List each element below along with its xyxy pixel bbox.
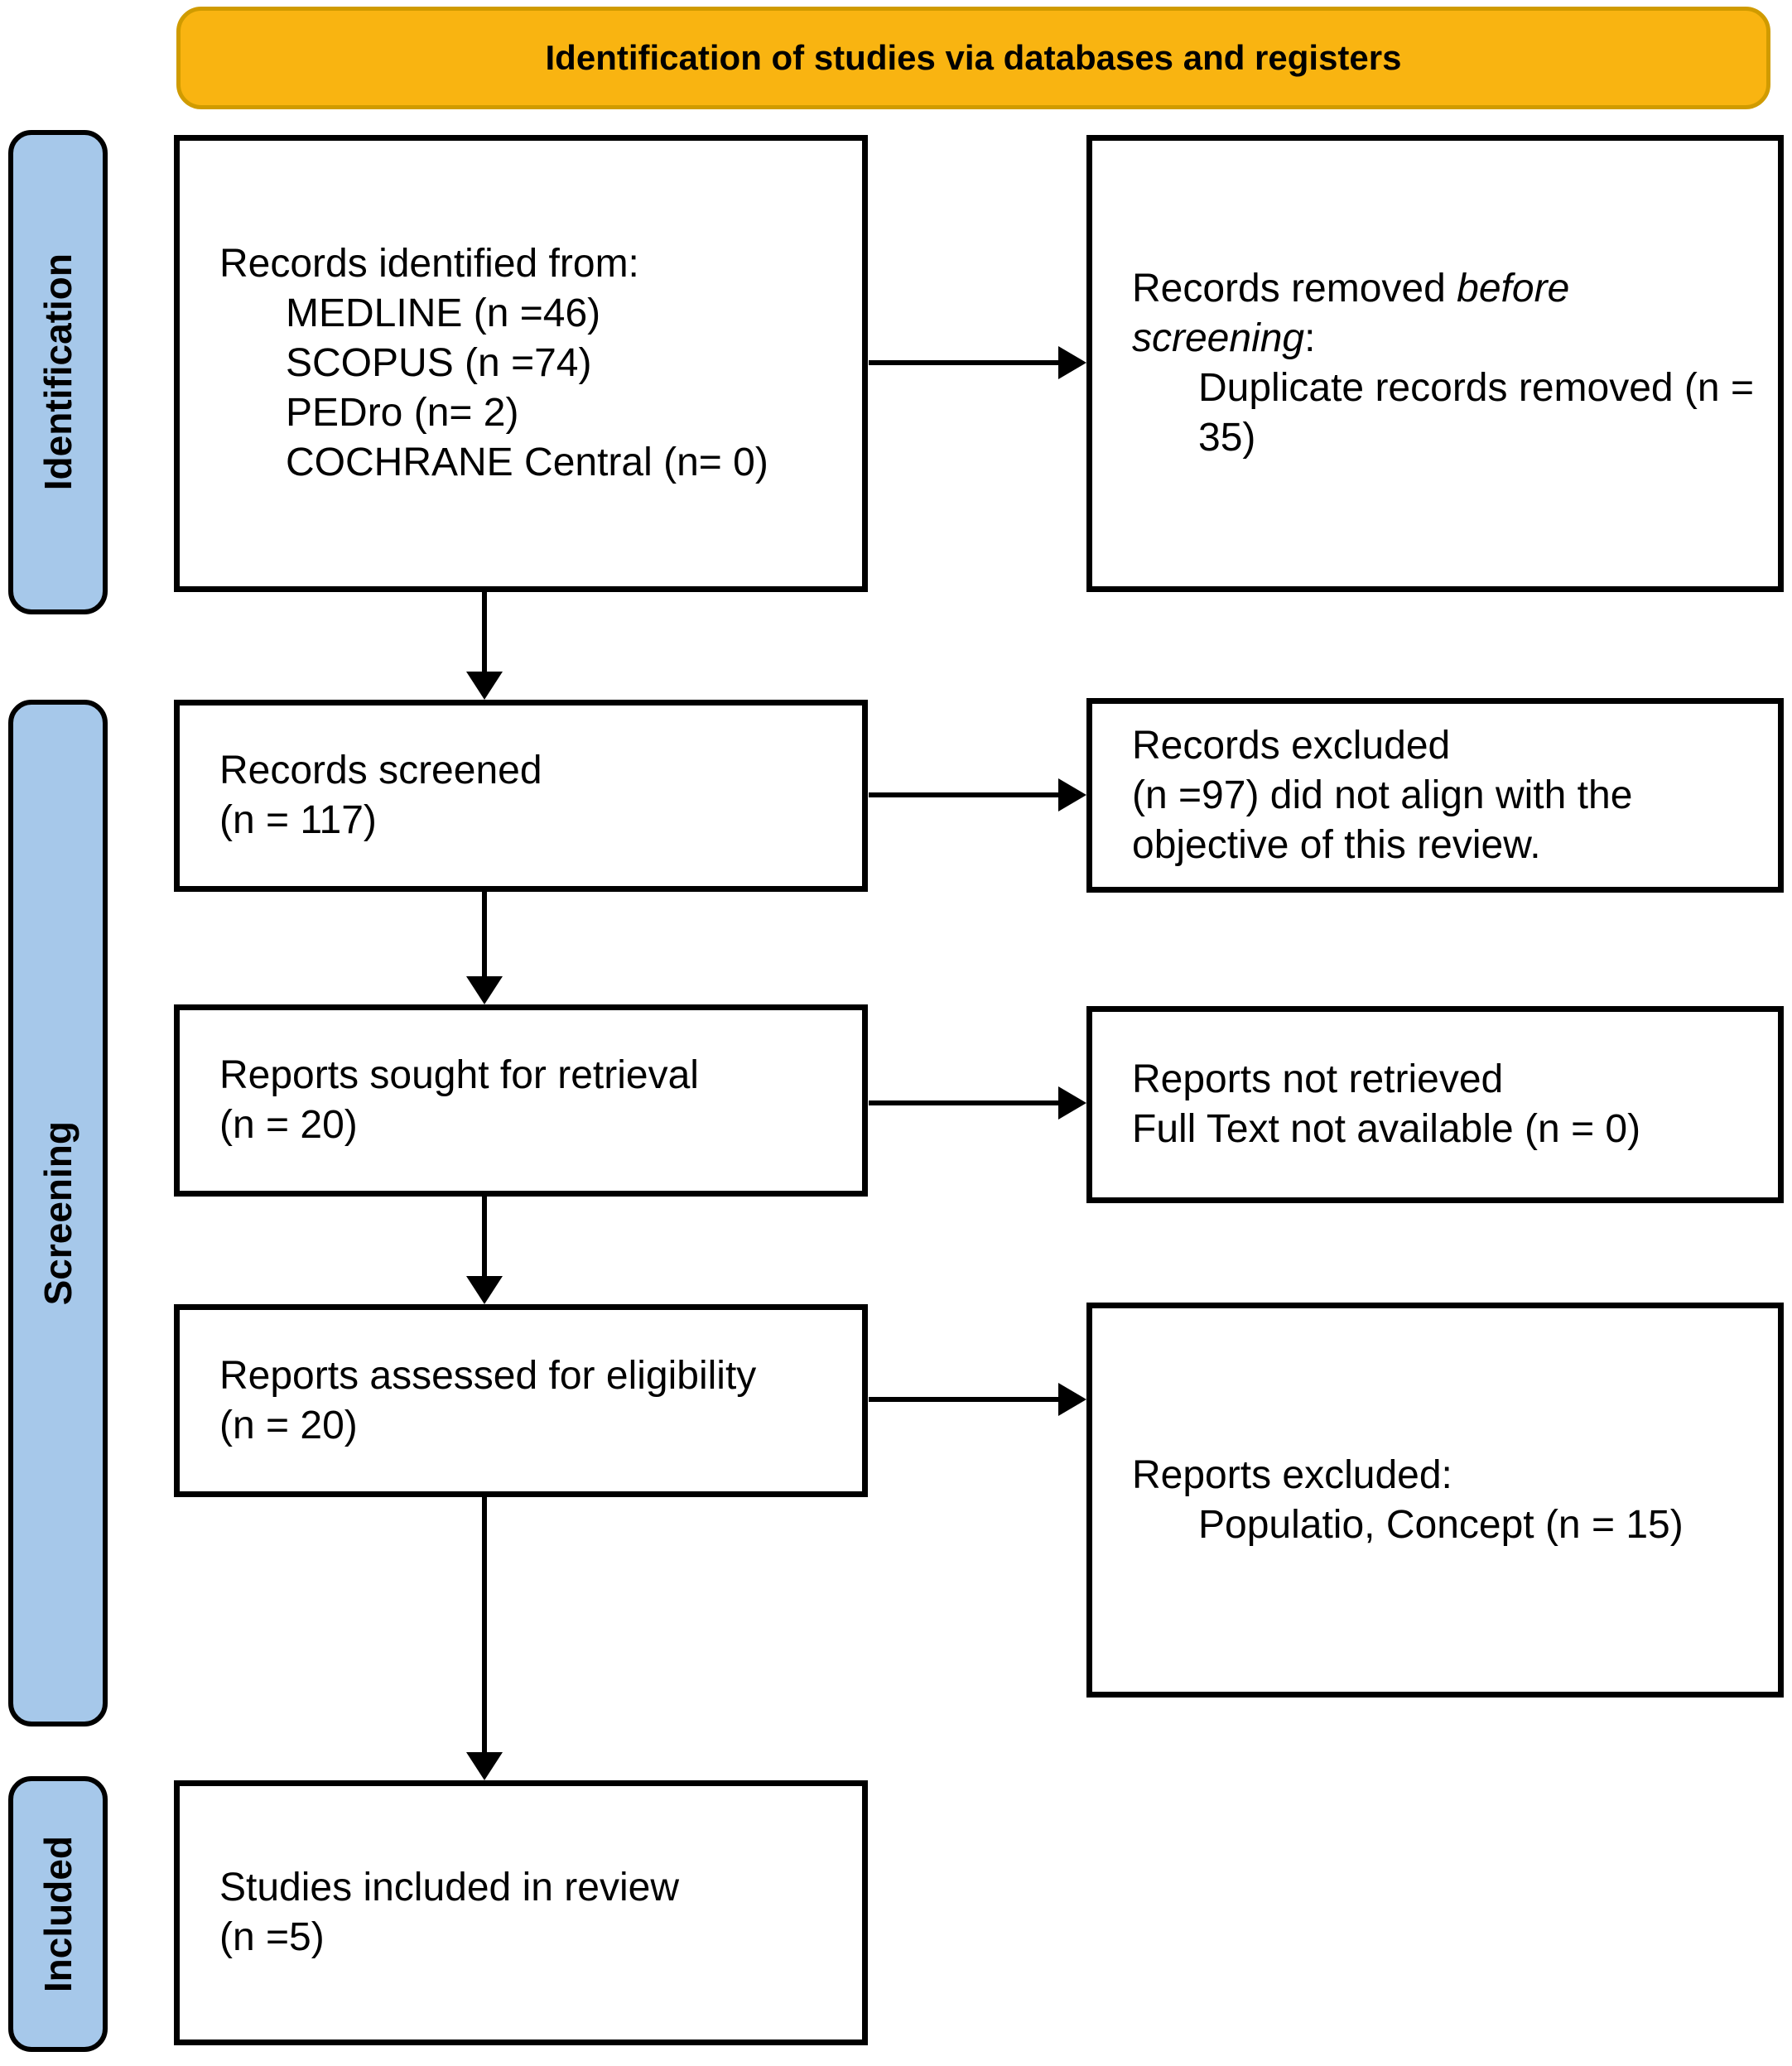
records-identified-item-scopus: SCOPUS (n =74) bbox=[286, 341, 592, 385]
arrow-screened-to-sought-head bbox=[466, 976, 503, 1004]
stage-label-included-text: Included bbox=[36, 1835, 79, 1993]
arrow-assessed-to-included-line bbox=[482, 1497, 487, 1755]
reports-sought-count: (n = 20) bbox=[219, 1103, 358, 1147]
box-reports-excluded: Reports excluded: Populatio, Concept (n … bbox=[1086, 1303, 1784, 1698]
records-identified-item-cochrane: COCHRANE Central (n= 0) bbox=[286, 441, 768, 484]
stage-label-screening-text: Screening bbox=[36, 1120, 79, 1306]
arrow-assessed-to-reports-excluded-head bbox=[1058, 1383, 1086, 1416]
records-removed-line2: screening: bbox=[1132, 316, 1316, 360]
arrow-sought-to-not-retrieved-line bbox=[869, 1100, 1060, 1105]
arrow-identified-to-screened-head bbox=[466, 672, 503, 700]
records-removed-item-duplicates: Duplicate records removed (n = 35) bbox=[1198, 366, 1754, 460]
stage-label-identification: Identification bbox=[8, 130, 108, 614]
box-reports-not-retrieved: Reports not retrieved Full Text not avai… bbox=[1086, 1006, 1784, 1203]
records-excluded-reason: (n =97) did not align with the objective… bbox=[1132, 773, 1633, 867]
box-records-identified: Records identified from: MEDLINE (n =46)… bbox=[174, 135, 868, 592]
reports-excluded-line1: Reports excluded: bbox=[1132, 1452, 1452, 1497]
banner: Identification of studies via databases … bbox=[176, 7, 1770, 109]
records-screened-line1: Records screened bbox=[219, 749, 542, 792]
box-records-excluded: Records excluded (n =97) did not align w… bbox=[1086, 698, 1784, 893]
box-studies-included: Studies included in review (n =5) bbox=[174, 1780, 868, 2045]
arrow-assessed-to-reports-excluded-line bbox=[869, 1397, 1060, 1402]
records-identified-item-pedro: PEDro (n= 2) bbox=[286, 391, 519, 435]
banner-title: Identification of studies via databases … bbox=[545, 38, 1402, 77]
stage-label-identification-text: Identification bbox=[36, 253, 79, 491]
records-screened-count: (n = 117) bbox=[219, 798, 377, 842]
arrow-screened-to-excluded-line bbox=[869, 792, 1060, 797]
records-removed-line1: Records removed before bbox=[1132, 267, 1570, 311]
arrow-identified-to-removed-head bbox=[1058, 346, 1086, 379]
stage-label-included: Included bbox=[8, 1776, 108, 2052]
arrow-identified-to-screened-line bbox=[482, 592, 487, 675]
arrow-screened-to-sought-line bbox=[482, 892, 487, 980]
records-identified-item-medline: MEDLINE (n =46) bbox=[286, 291, 601, 335]
records-excluded-line1: Records excluded bbox=[1132, 723, 1451, 768]
reports-assessed-line1: Reports assessed for eligibility bbox=[219, 1353, 757, 1398]
box-reports-sought: Reports sought for retrieval (n = 20) bbox=[174, 1004, 868, 1197]
arrow-screened-to-excluded-head bbox=[1058, 778, 1086, 811]
studies-included-count: (n =5) bbox=[219, 1915, 325, 1959]
studies-included-line1: Studies included in review bbox=[219, 1866, 679, 1909]
box-reports-assessed: Reports assessed for eligibility (n = 20… bbox=[174, 1304, 868, 1497]
records-identified-intro: Records identified from: bbox=[219, 242, 639, 286]
arrow-sought-to-not-retrieved-head bbox=[1058, 1086, 1086, 1120]
box-records-screened: Records screened (n = 117) bbox=[174, 700, 868, 892]
reports-not-retrieved-line2: Full Text not available (n = 0) bbox=[1132, 1107, 1641, 1151]
arrow-identified-to-removed-line bbox=[869, 360, 1060, 365]
reports-assessed-count: (n = 20) bbox=[219, 1403, 358, 1447]
arrow-assessed-to-included-head bbox=[466, 1752, 503, 1780]
arrow-sought-to-assessed-head bbox=[466, 1276, 503, 1304]
box-records-removed: Records removed before screening: Duplic… bbox=[1086, 135, 1784, 592]
reports-excluded-item: Populatio, Concept (n = 15) bbox=[1198, 1502, 1684, 1547]
reports-sought-line1: Reports sought for retrieval bbox=[219, 1053, 699, 1097]
stage-label-screening: Screening bbox=[8, 700, 108, 1726]
reports-not-retrieved-line1: Reports not retrieved bbox=[1132, 1057, 1504, 1101]
arrow-sought-to-assessed-line bbox=[482, 1197, 487, 1279]
